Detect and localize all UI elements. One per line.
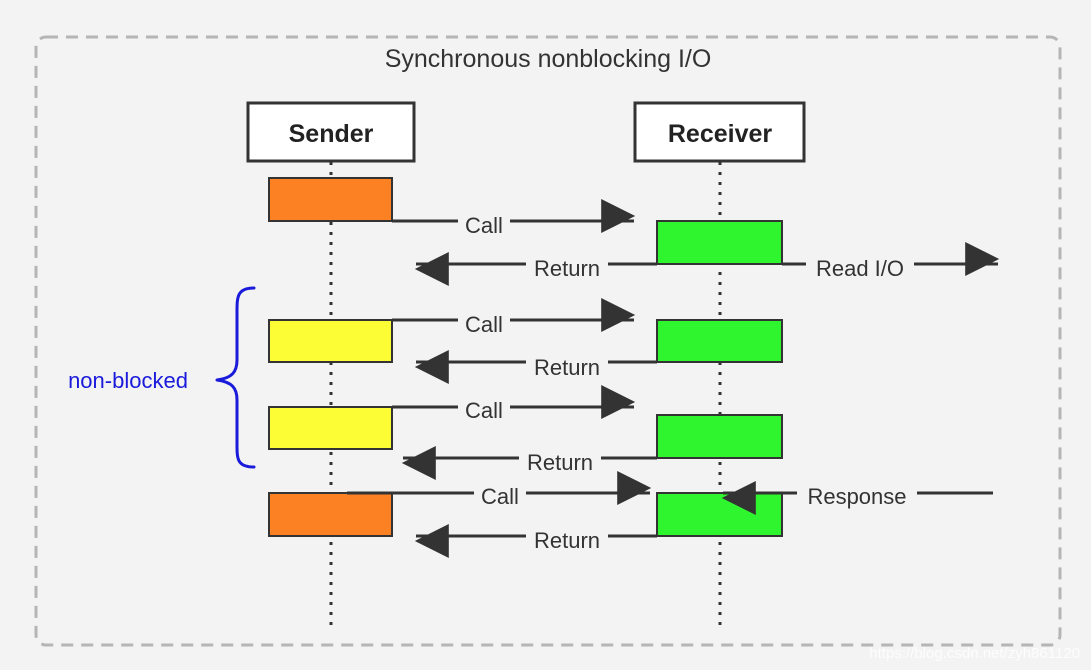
non-blocked-label: non-blocked: [68, 368, 188, 393]
receiver-activation-4: [656, 492, 783, 537]
call-1-label: Call: [465, 213, 503, 238]
receiver-box: [633, 101, 806, 163]
label-bg: [519, 448, 601, 474]
response-label: Response: [807, 484, 906, 509]
label-bg: [806, 254, 914, 280]
label-bg: [526, 254, 608, 280]
sender-activation-3: [268, 406, 393, 450]
label-bg: [797, 482, 917, 508]
receiver-activation-3: [656, 414, 783, 459]
return-1-label-group: Return: [526, 254, 608, 281]
call-4-label: Call: [481, 484, 519, 509]
call-1-label-group: Call: [458, 210, 510, 238]
sender-activation-2: [268, 319, 393, 363]
receiver-activation-2: [656, 319, 783, 363]
response-label-group: Response: [797, 482, 917, 509]
return-1-label: Return: [534, 256, 600, 281]
call-2-label-group: Call: [458, 309, 510, 337]
sender-box: [246, 101, 416, 163]
watermark: https://blog.csdn.net/zyh861120: [869, 645, 1080, 662]
label-bg: [458, 309, 510, 335]
call-2-label: Call: [465, 312, 503, 337]
diagram-frame: [34, 35, 1062, 647]
return-3-label-group: Return: [519, 448, 601, 475]
sender-actor: Sender: [246, 101, 416, 163]
label-bg: [526, 526, 608, 552]
message-labels: Call Return Read I/O Call Return Call Re…: [458, 210, 917, 553]
label-bg: [474, 482, 526, 508]
receiver-activation-1: [656, 220, 783, 265]
return-3-label: Return: [527, 450, 593, 475]
receiver-actor: Receiver: [633, 101, 806, 163]
sender-activation-1: [268, 177, 393, 222]
return-2-label-group: Return: [526, 352, 608, 380]
diagram-title: Synchronous nonblocking I/O: [385, 45, 712, 73]
receiver-label: Receiver: [668, 120, 773, 148]
label-bg: [458, 396, 510, 422]
label-bg: [526, 352, 608, 378]
read-io-label-group: Read I/O: [806, 254, 914, 281]
return-4-label-group: Return: [526, 526, 608, 553]
sender-label: Sender: [289, 120, 374, 148]
sender-activation-4: [268, 492, 393, 537]
read-io-label: Read I/O: [816, 256, 904, 281]
non-blocked-brace: [215, 286, 256, 469]
call-3-label-group: Call: [458, 396, 510, 423]
return-4-label: Return: [534, 528, 600, 553]
return-2-label: Return: [534, 355, 600, 380]
call-3-label: Call: [465, 398, 503, 423]
call-4-label-group: Call: [474, 482, 526, 509]
label-bg: [458, 210, 510, 236]
